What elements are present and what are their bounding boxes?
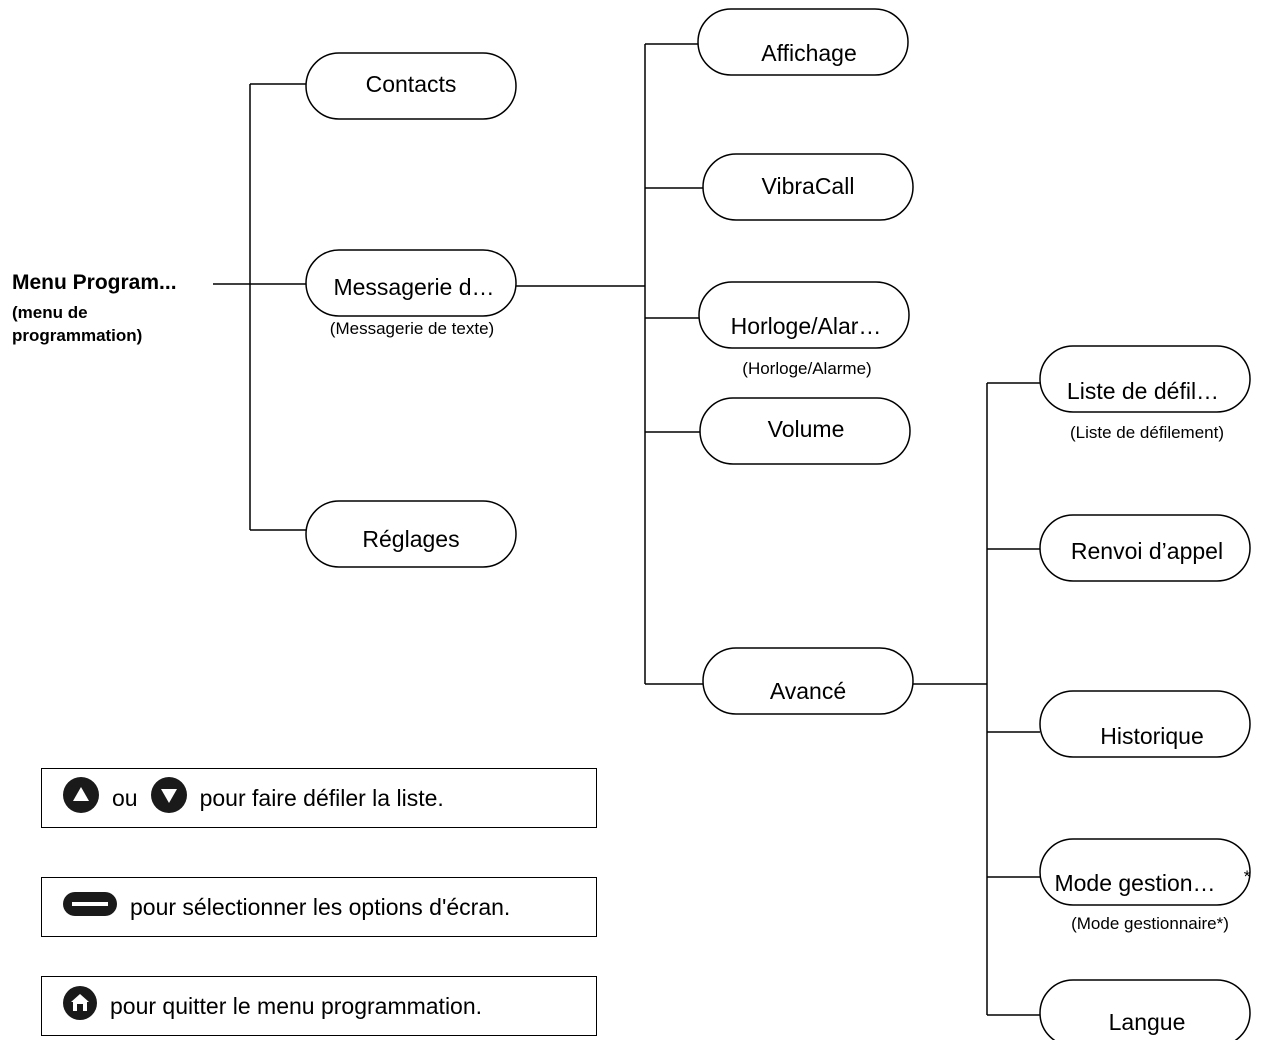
node-avance-label: Avancé — [770, 678, 846, 704]
legend-select: pour sélectionner les options d'écran. — [41, 877, 597, 937]
node-volume-label: Volume — [768, 416, 845, 442]
down-arrow-key-icon — [150, 776, 188, 820]
root-subtitle-line1: (menu de — [12, 303, 88, 322]
legend-exit-text: pour quitter le menu programmation. — [110, 992, 483, 1019]
node-messagerie[interactable]: Messagerie d… — [305, 249, 517, 317]
node-messagerie-fullname: (Messagerie de texte) — [330, 319, 494, 338]
node-reglages-label: Réglages — [362, 526, 459, 552]
node-avance[interactable]: Avancé — [702, 647, 914, 715]
node-horloge-fullname: (Horloge/Alarme) — [742, 359, 871, 378]
connectors-avance — [913, 382, 1040, 1016]
node-messagerie-label: Messagerie d… — [333, 274, 494, 300]
node-horloge[interactable]: Horloge/Alar… — [698, 281, 910, 349]
node-historique[interactable]: Historique — [1039, 690, 1251, 758]
up-arrow-key-icon — [62, 776, 100, 820]
node-renvoi[interactable]: Renvoi d’appel — [1039, 514, 1251, 582]
legend-scroll: ou pour faire défiler la liste. — [41, 768, 597, 828]
legend-scroll-or: ou — [112, 784, 138, 811]
connectors-messagerie — [516, 43, 703, 685]
node-mode-label: Mode gestion… — [1054, 870, 1215, 896]
node-affichage[interactable]: Affichage — [697, 8, 909, 76]
node-mode-asterisk: * — [1244, 867, 1251, 886]
legend-select-text: pour sélectionner les options d'écran. — [130, 893, 511, 920]
node-mode-fullname: (Mode gestionnaire*) — [1071, 914, 1229, 933]
soft-key-icon — [62, 891, 118, 923]
node-volume[interactable]: Volume — [699, 397, 911, 465]
node-vibracall-label: VibraCall — [762, 173, 855, 199]
node-vibracall[interactable]: VibraCall — [702, 153, 914, 221]
node-renvoi-label: Renvoi d’appel — [1071, 538, 1223, 564]
node-contacts-label: Contacts — [366, 71, 457, 97]
node-langue-label: Langue — [1109, 1009, 1186, 1035]
connectors-root — [213, 83, 306, 531]
node-contacts[interactable]: Contacts — [305, 52, 517, 120]
node-liste-fullname: (Liste de défilement) — [1070, 423, 1224, 442]
node-liste-label: Liste de défil… — [1067, 378, 1219, 404]
node-liste[interactable]: Liste de défil… — [1039, 345, 1251, 413]
node-langue[interactable]: Langue — [1039, 979, 1251, 1040]
root-node: Menu Program... (menu de programmation) — [12, 271, 177, 345]
legend-exit: pour quitter le menu programmation. — [41, 976, 597, 1036]
legend-scroll-text: pour faire défiler la liste. — [199, 784, 444, 811]
root-title: Menu Program... — [12, 271, 177, 294]
node-affichage-label: Affichage — [761, 40, 856, 66]
home-key-icon — [62, 985, 98, 1027]
root-subtitle-line2: programmation) — [12, 326, 142, 345]
node-reglages[interactable]: Réglages — [305, 500, 517, 568]
node-horloge-label: Horloge/Alar… — [731, 313, 882, 339]
node-historique-label: Historique — [1100, 723, 1204, 749]
node-mode[interactable]: Mode gestion… * — [1039, 838, 1251, 906]
